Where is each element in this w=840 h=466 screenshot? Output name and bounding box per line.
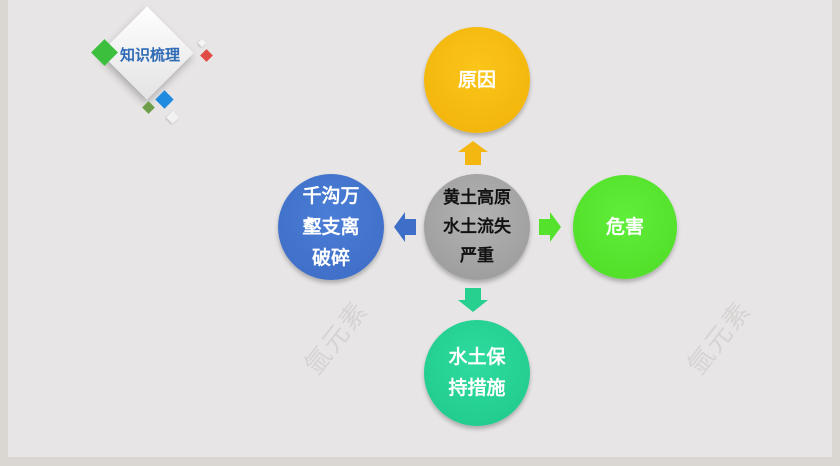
center-line-2: 水土流失 <box>443 216 511 237</box>
measures-node: 水土保 持措施 <box>424 320 530 426</box>
badge-small-white-diamond <box>197 38 207 48</box>
terrain-line-2: 壑支离 <box>302 215 360 238</box>
arrow-up-icon <box>458 141 488 165</box>
arrow-down-icon <box>458 288 488 312</box>
harm-node: 危害 <box>573 175 677 279</box>
measures-line-1: 水土保 <box>448 346 506 368</box>
badge-grey-diamond <box>166 111 179 124</box>
terrain-line-3: 破碎 <box>311 246 350 269</box>
cause-label: 原因 <box>457 68 496 91</box>
center-node: 黄土高原 水土流失 严重 <box>424 174 530 280</box>
cause-node: 原因 <box>424 27 530 133</box>
watermark-right: 氩元素 <box>682 295 758 381</box>
center-line-1: 黄土高原 <box>443 187 511 208</box>
badge-title: 知识梳理 <box>120 46 181 64</box>
watermark-left: 氩元素 <box>299 295 375 381</box>
measures-line-2: 持措施 <box>448 377 506 399</box>
harm-label: 危害 <box>605 215 644 238</box>
badge-blue-diamond <box>155 90 174 109</box>
terrain-line-1: 千沟万 <box>302 184 360 207</box>
arrow-left-icon <box>394 212 416 242</box>
center-line-3: 严重 <box>460 245 494 266</box>
badge-olive-diamond <box>142 101 155 114</box>
terrain-node: 千沟万 壑支离 破碎 <box>278 174 384 280</box>
arrow-right-icon <box>539 212 561 242</box>
badge-red-diamond <box>200 49 213 62</box>
slide: 知识梳理 氩元素 氩元素 黄土高原 水土流失 严重 原因 危害 千沟万 壑支离 … <box>8 0 832 457</box>
